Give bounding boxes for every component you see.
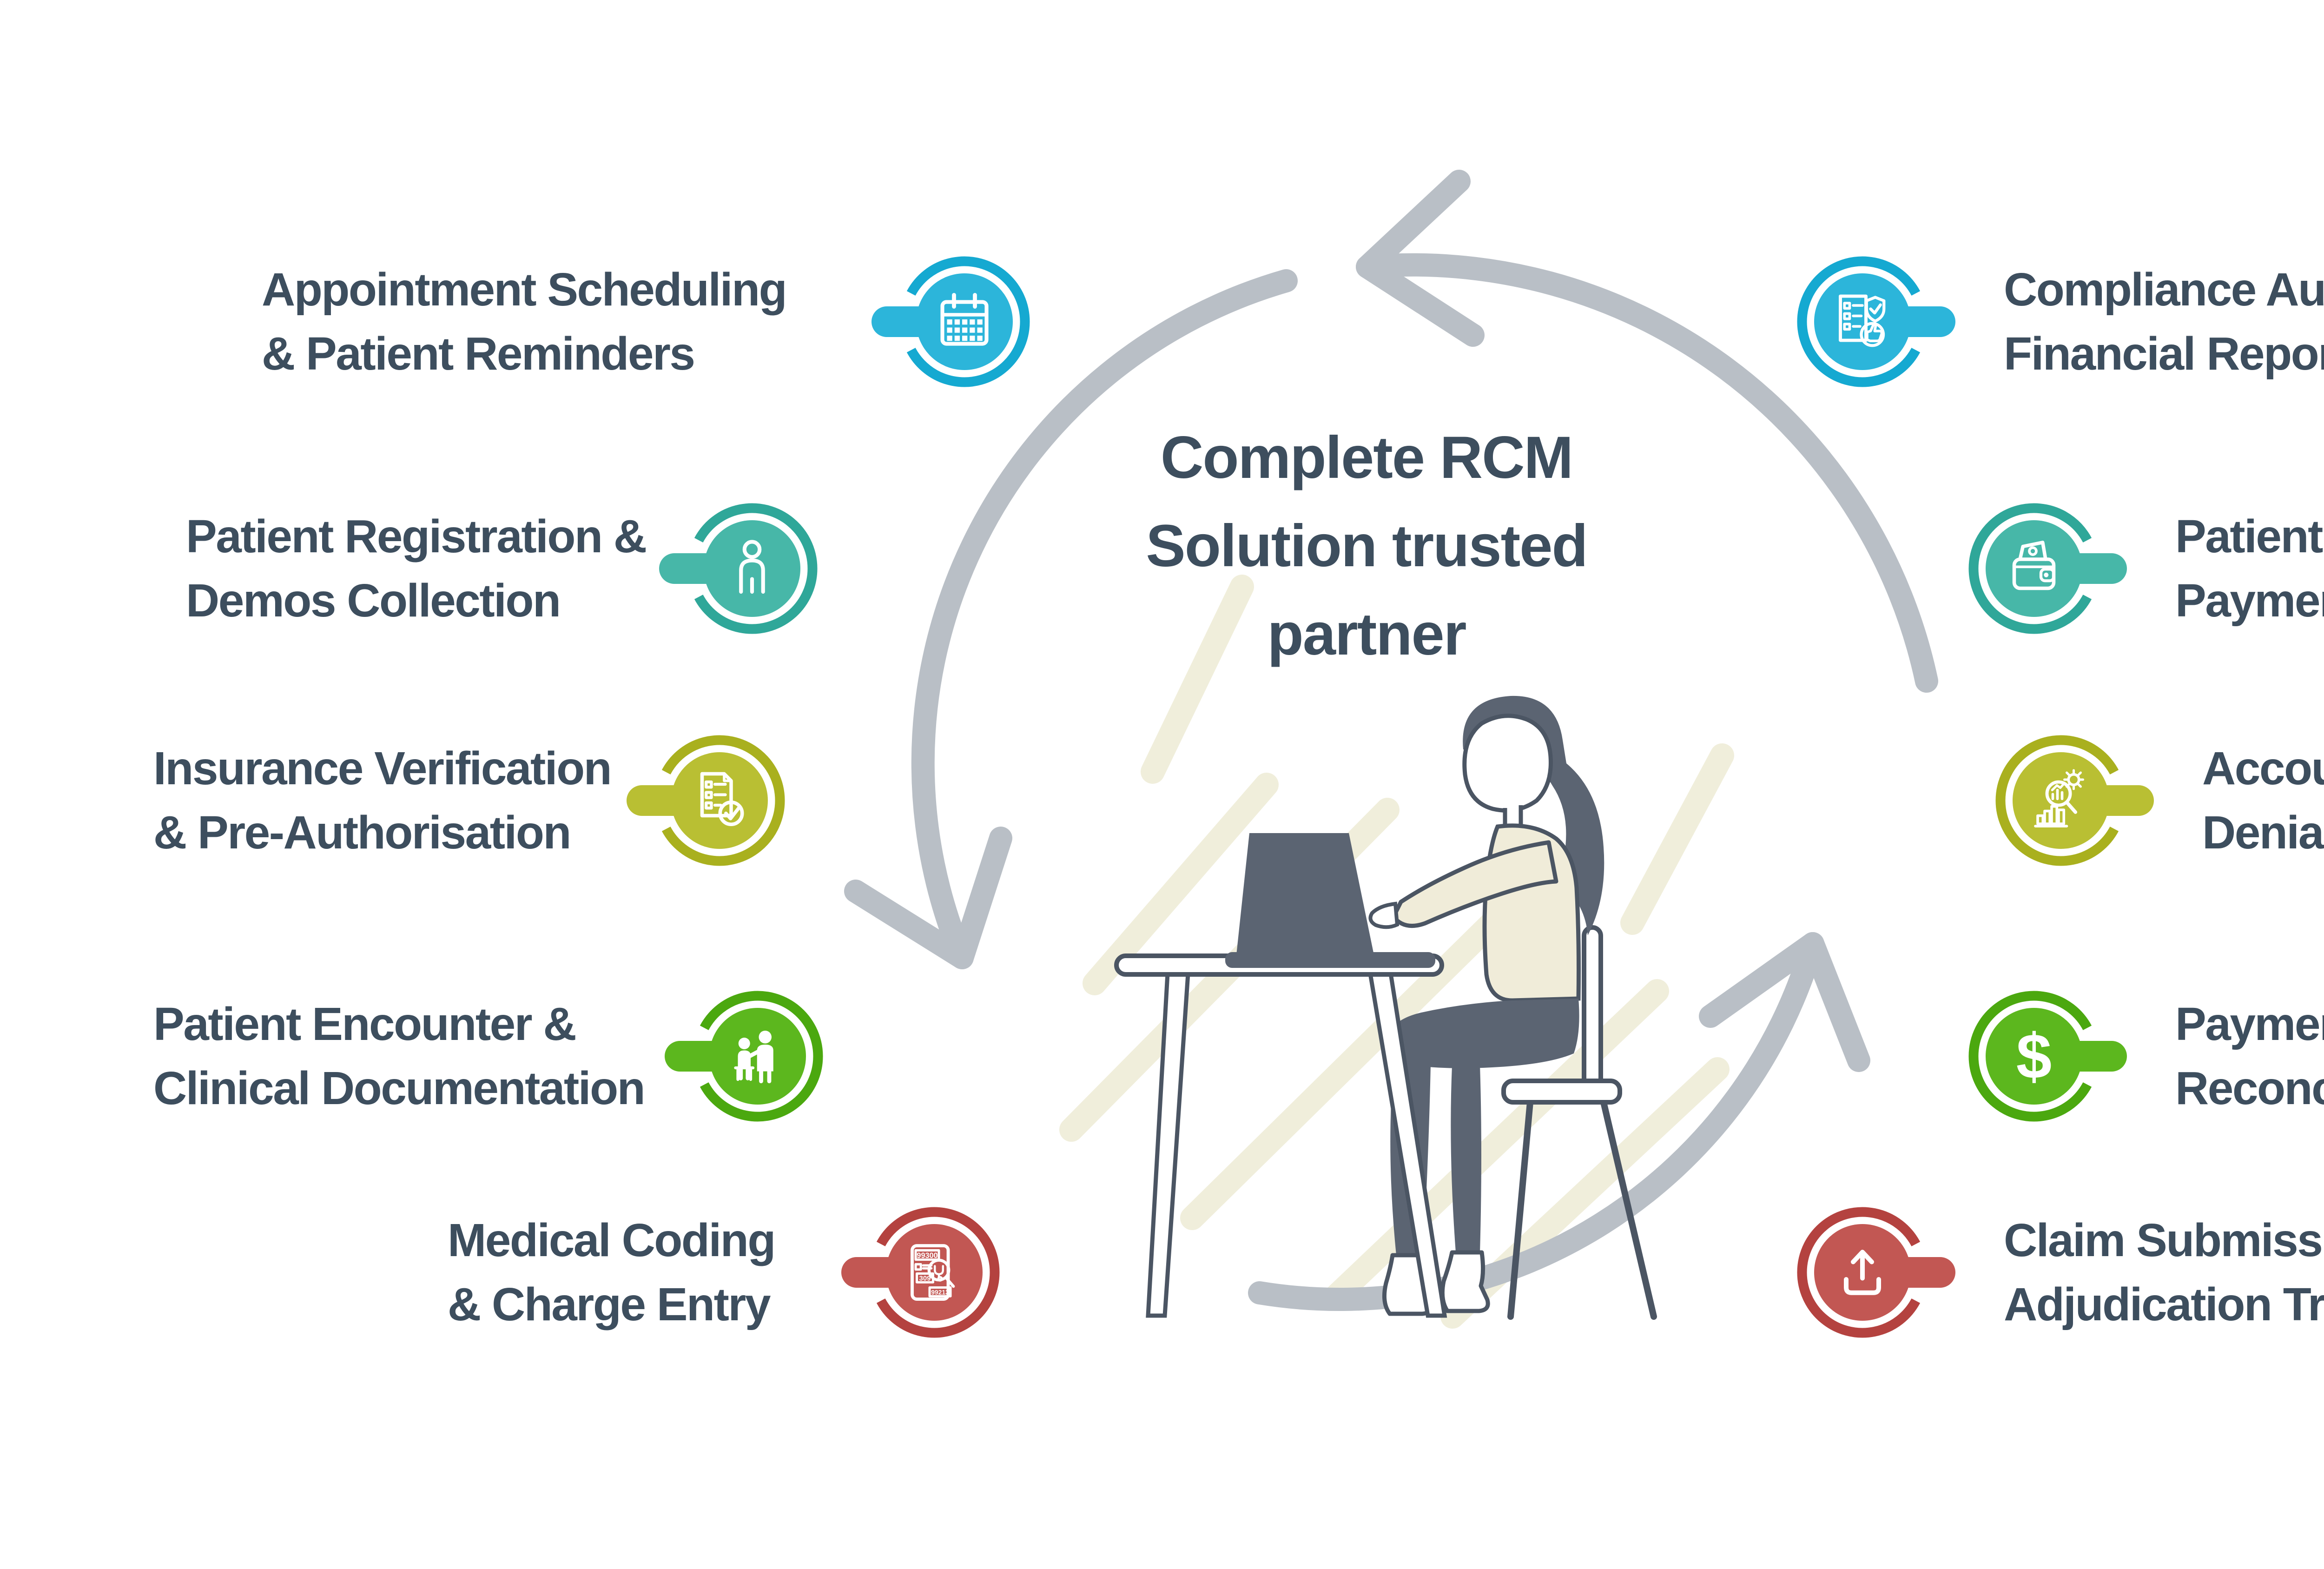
badge-ring [1968, 991, 2092, 1122]
badge-circle [671, 752, 768, 849]
step-label-line-2: Reconciliation [2175, 1062, 2324, 1114]
step-label: Patient Encounter & Clinical Documentati… [153, 992, 646, 1120]
step-badge [1994, 733, 2154, 868]
step-label-line-2: Payment Collection [2175, 575, 2324, 627]
chair-leg [1507, 1099, 1533, 1320]
step-label-line-1: Patient Registration & [186, 510, 647, 563]
step-label-line-1: Compliance Auditing & [2004, 264, 2324, 316]
woman-at-laptop-illustration [1114, 695, 1657, 1320]
step-label: Claim Submission & Adjudication Tracking [2004, 1208, 2324, 1337]
badge-circle [1814, 273, 1911, 370]
step-badge [1795, 254, 1955, 389]
cycle-arrow-top-head [1356, 170, 1485, 347]
step-label-line-1: Insurance Verification [153, 742, 612, 794]
step-label-line-2: & Pre-Authorisation [153, 807, 571, 859]
badge-ring [1995, 735, 2119, 866]
step-badge [1967, 989, 2127, 1124]
badge-ring [700, 991, 823, 1122]
step-label: Appointment Scheduling & Patient Reminde… [262, 258, 787, 386]
step-badge [1967, 501, 2127, 636]
boot-far [1440, 1250, 1490, 1313]
step-label-line-2: Clinical Documentation [153, 1062, 646, 1114]
title-line: partner [1267, 601, 1467, 668]
step-label: Compliance Auditing & Financial Reportin… [2004, 258, 2324, 386]
checklist-check-icon [685, 766, 754, 835]
step-label-line-1: Patient Encounter & [153, 998, 577, 1050]
badge-ring [661, 735, 785, 866]
person-icon [717, 534, 787, 603]
badge-ring [906, 256, 1030, 387]
step-label-line-1: Appointment Scheduling [262, 264, 787, 316]
head [1462, 714, 1553, 813]
cycle-arrow-left-arc [911, 269, 1298, 969]
chart-magnifier-icon [2026, 766, 2096, 835]
upload-icon [1828, 1238, 1897, 1307]
step-label: Payment Posting & Reconciliation [2175, 992, 2324, 1120]
wallet-icon [1999, 534, 2069, 603]
step-badge [659, 501, 819, 636]
cycle-arrow-top-arc [1356, 253, 1938, 693]
calendar-icon [930, 287, 999, 357]
diagram-title: Complete RCM Solution trusted partner [948, 414, 1785, 679]
hips [1386, 999, 1579, 1068]
hand [1368, 901, 1400, 929]
step-label-line-1: Patient Billing & [2175, 510, 2324, 563]
step-label: Insurance Verification & Pre-Authorisati… [153, 736, 612, 865]
chair-seat [1501, 1079, 1622, 1105]
badge-ring [1797, 256, 1921, 387]
step-badge [627, 733, 787, 868]
badge-circle [2013, 752, 2109, 849]
step-label-line-2: & Patient Reminders [262, 328, 695, 380]
step-label-line-2: Adjudication Tracking [2004, 1278, 2324, 1331]
title-line: Solution trusted [1146, 513, 1588, 579]
step-label-line-2: & Charge Entry [448, 1278, 771, 1331]
chair-leg [1600, 1099, 1657, 1320]
step-label-line-1: Accounts Receivable & [2202, 742, 2324, 794]
laptop-base [1225, 952, 1435, 968]
step-label-line-1: Payment Posting & [2175, 998, 2324, 1050]
arm [1391, 840, 1558, 928]
badge-ring [694, 503, 818, 634]
step-badge [841, 1205, 1002, 1340]
desk-leg-left [1146, 971, 1190, 1318]
badge-circle [1986, 520, 2082, 617]
badge-circle [704, 520, 800, 617]
step-badge [665, 989, 825, 1124]
step-label-line-1: Medical Coding [448, 1214, 776, 1266]
dollar-icon [1999, 1021, 2069, 1091]
step-label-line-1: Claim Submission & [2004, 1214, 2324, 1266]
laptop-screen [1236, 833, 1374, 955]
cycle-arrows [844, 170, 1938, 1311]
cycle-arrow-right-arc [1248, 932, 1824, 1311]
step-label-line-2: Denial Management [2202, 807, 2324, 859]
step-label-line-2: Demos Collection [186, 575, 561, 627]
cycle-arrow-left-head [844, 827, 1012, 969]
badge-ring [1968, 503, 2092, 634]
audit-checklist-icon [1828, 287, 1897, 357]
step-label: Accounts Receivable & Denial Management [2202, 736, 2324, 865]
step-badge [872, 254, 1032, 389]
step-label-line-2: Financial Reporting [2004, 328, 2324, 380]
title-line: Complete RCM [1160, 424, 1573, 491]
step-badge [1795, 1205, 1955, 1340]
leg-far [1451, 1065, 1481, 1252]
doctor-patient-icon [723, 1021, 792, 1091]
badge-ring [876, 1207, 1000, 1338]
cycle-arrow-right-head [1699, 932, 1870, 1072]
medical-codes-icon [899, 1238, 969, 1307]
step-label: Patient Registration & Demos Collection [186, 504, 647, 633]
step-label: Medical Coding & Charge Entry [448, 1208, 776, 1337]
badge-ring [1797, 1207, 1921, 1338]
chair-back [1582, 925, 1603, 1090]
step-label: Patient Billing & Payment Collection [2175, 504, 2324, 633]
